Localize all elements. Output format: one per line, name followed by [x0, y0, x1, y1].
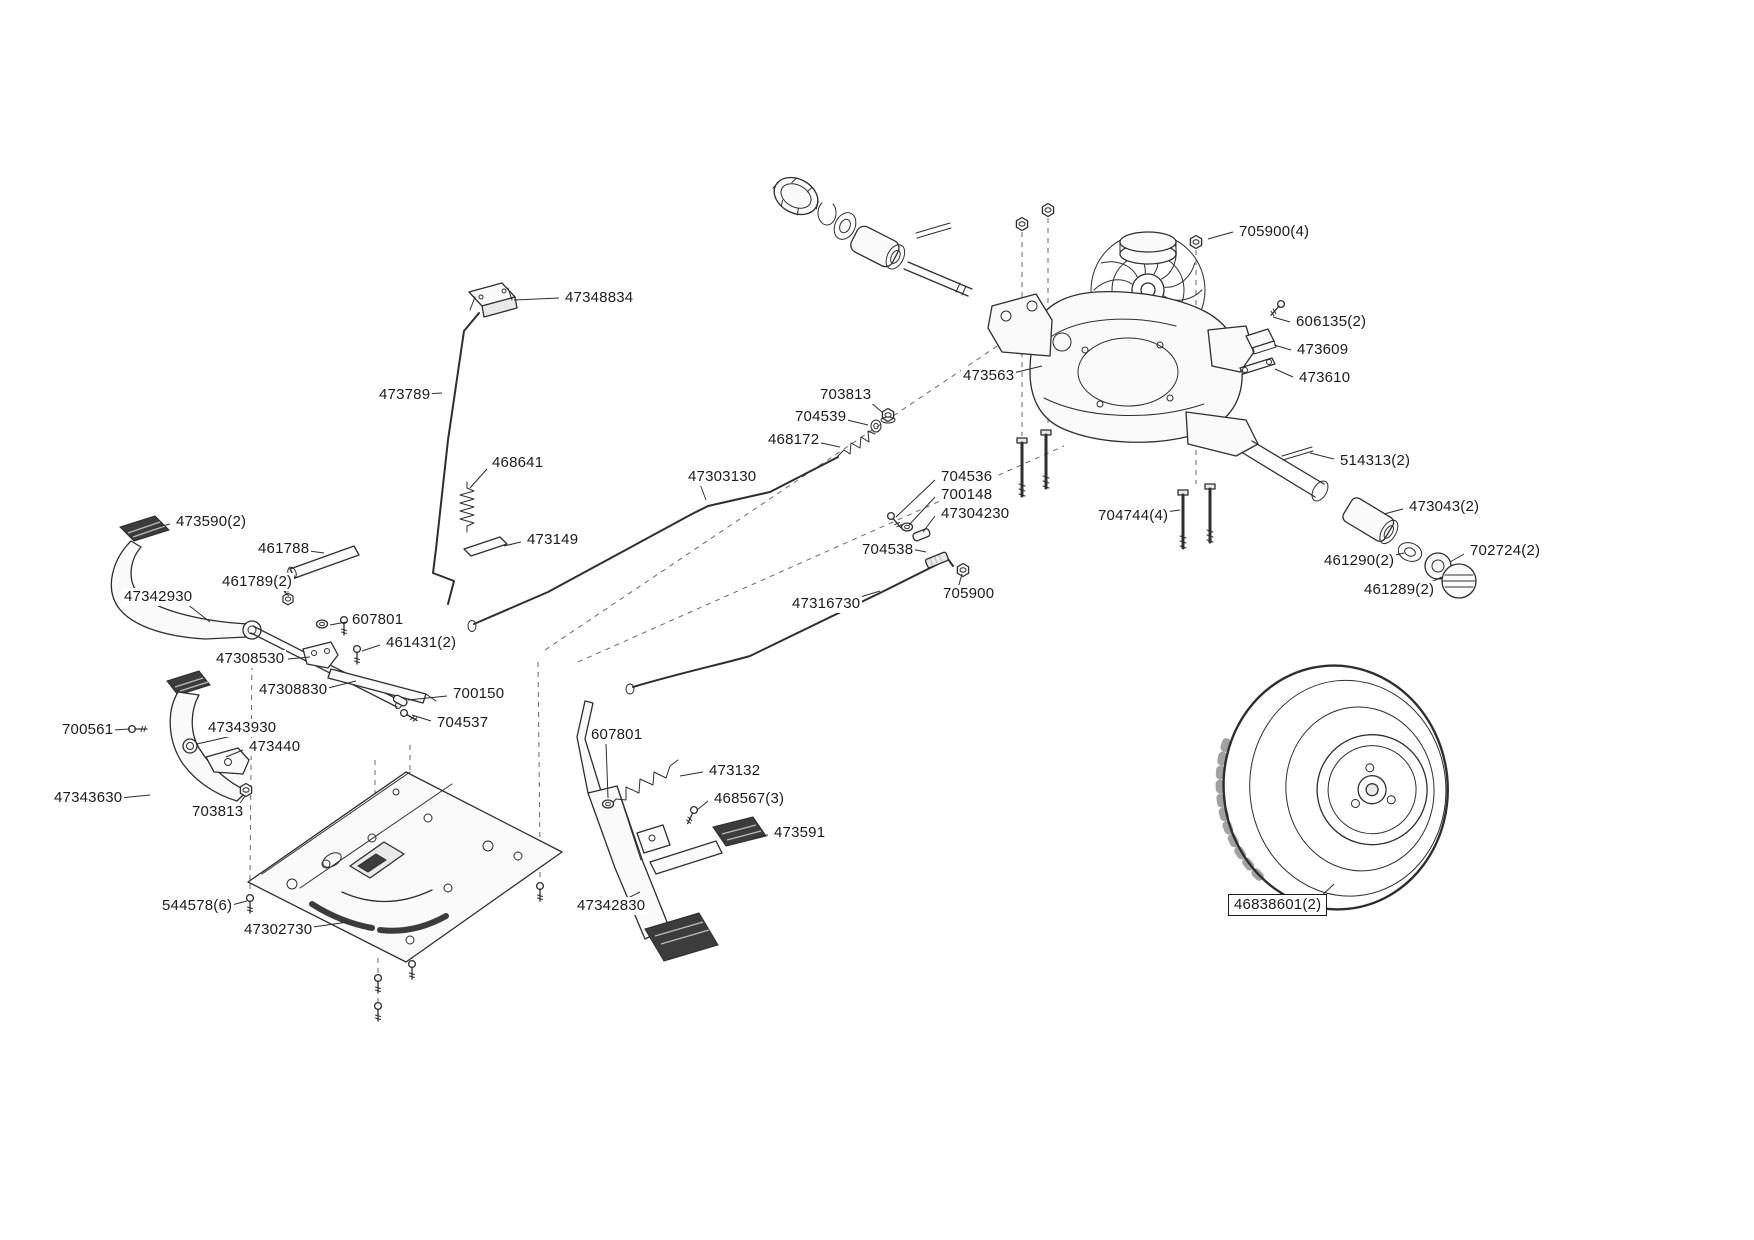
leader-line-47303130 [699, 483, 707, 501]
control-rods [432, 282, 970, 695]
foot-pedal [644, 912, 719, 962]
upper-bracket [468, 282, 518, 318]
rod-washer [870, 419, 882, 433]
left-mount-bracket [987, 293, 1053, 357]
pedal-arm-reverse [169, 691, 248, 802]
thrust-washer [833, 212, 857, 240]
linkage-hardware [250, 545, 437, 725]
leader-line-6061352 [1272, 316, 1291, 323]
transaxle-assembly [987, 202, 1477, 599]
leader-line-4614312 [361, 644, 381, 652]
mounting-bolts [1015, 428, 1217, 550]
rod-ferrule [924, 551, 949, 569]
pivot-bushing [182, 738, 198, 754]
leader-line-473591 [751, 834, 769, 839]
linkage-bracket [302, 641, 339, 669]
pedal-assembly-left [110, 515, 262, 802]
leader-line-47343930 [196, 735, 233, 745]
shaft-key [915, 222, 952, 239]
leader-line-473789 [423, 392, 443, 395]
leader-line-473610 [1274, 368, 1294, 378]
leader-line-468386012 [1315, 883, 1335, 902]
leader-line-461788 [301, 549, 325, 554]
cooling-fan [1090, 231, 1206, 348]
brake-control-rod [632, 558, 954, 688]
right-upper-lug [1207, 325, 1255, 373]
return-spring-vertical [459, 481, 475, 533]
rear-wheel [1215, 664, 1449, 911]
leader-line-4612892 [1419, 576, 1443, 588]
leader-line-7027242 [1449, 553, 1465, 563]
leader-line-468172 [811, 440, 841, 448]
leader-line-700148 [908, 496, 936, 526]
leader-line-5445786 [227, 900, 248, 907]
input-shaft-parts [772, 176, 973, 297]
leader-line-7059004 [1207, 231, 1234, 240]
leader-line-47308830 [327, 680, 357, 689]
transaxle-housing [987, 291, 1259, 457]
pad-arm [649, 840, 723, 875]
axle-washer [1397, 542, 1423, 562]
leader-line-468641 [469, 468, 488, 489]
pedal-spring [609, 759, 679, 807]
leader-line-704539 [838, 417, 869, 426]
leader-line-705900 [957, 573, 963, 589]
leader-line-4685673 [696, 800, 709, 811]
linkage-bar [327, 668, 427, 704]
leader-line-473609 [1273, 344, 1292, 351]
leader-line-47343630 [119, 794, 151, 799]
leader-line-473440 [225, 749, 244, 758]
pedal-arm-forward [110, 540, 250, 640]
leader-line-607801 [329, 621, 347, 626]
leader-line-473132 [679, 771, 704, 777]
flat-link [463, 536, 508, 557]
tire-tread [1215, 738, 1270, 886]
leader-line-4617892 [276, 583, 290, 597]
pedal-pad-forward [119, 515, 170, 542]
base-plate [245, 771, 563, 1022]
leader-line-47348834 [513, 297, 560, 301]
shaft-coupler [850, 225, 906, 270]
leader-line-704538 [905, 547, 927, 553]
leader-line-4735902 [153, 523, 171, 529]
shift-rod [432, 312, 480, 605]
small-bracket [636, 824, 671, 854]
wheel-hub [1342, 497, 1399, 545]
leader-line-47304230 [922, 515, 936, 533]
leader-line-704536 [895, 479, 936, 518]
brake-pedal-pad [712, 816, 767, 847]
control-rod-long [473, 456, 839, 625]
upper-lever [576, 700, 602, 794]
leader-line-607801 [605, 742, 609, 799]
brake-block [1245, 328, 1275, 349]
leader-line-7047444 [1157, 509, 1181, 514]
clevis-pin [392, 694, 408, 707]
rod-spring [837, 430, 876, 457]
leader-line-473149 [503, 541, 522, 547]
link-rod [289, 545, 360, 579]
leader-line-703813 [863, 396, 883, 413]
leader-line-704537 [411, 714, 432, 722]
leader-line-700150 [407, 695, 448, 701]
input-shaft [903, 261, 973, 297]
right-mount-bracket [1185, 411, 1259, 457]
leader-line-700561 [112, 728, 131, 731]
spacer [912, 528, 931, 542]
axle-tube-right [1242, 440, 1477, 599]
leader-line-4730432 [1383, 508, 1404, 515]
brake-rod [1281, 446, 1314, 461]
leader-line-47308530 [287, 656, 311, 660]
snap-ring [817, 202, 837, 226]
brake-pedal-assembly [576, 700, 767, 962]
leader-line-5143132 [1309, 452, 1335, 460]
brake-parts [1239, 298, 1314, 461]
